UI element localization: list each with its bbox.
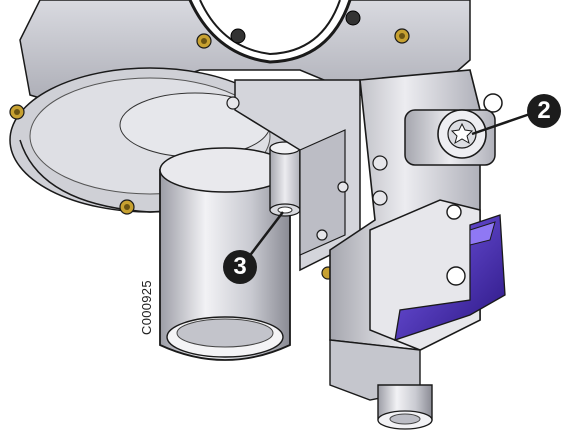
pressure-screw — [404, 93, 503, 166]
burner-tube — [159, 147, 291, 361]
gas-inlet-fitting — [329, 339, 433, 430]
brass-screws — [9, 28, 410, 280]
callout-2: 2 — [527, 94, 561, 128]
callout-leaders — [247, 112, 531, 259]
mounting-bracket — [226, 79, 361, 272]
injector-nozzle — [269, 141, 301, 217]
reference-code: C000925 — [139, 280, 154, 335]
top-bolts — [230, 10, 361, 44]
callout-3: 3 — [223, 250, 257, 284]
solenoid-coil — [394, 214, 506, 341]
